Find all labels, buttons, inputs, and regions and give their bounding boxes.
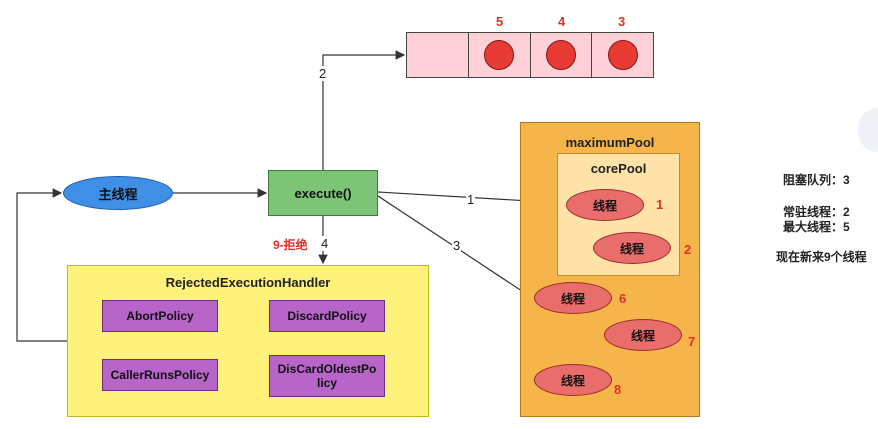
queued-task-circle [545,40,576,70]
reject-label: 9-拒绝 [273,238,308,252]
queue-slot [531,33,593,77]
queued-task-circle [607,40,638,70]
thread-number-2: 2 [684,242,692,257]
arrow-handler-to-main [16,188,67,342]
queue-label-5: 5 [496,14,504,29]
thread-node-8: 线程 [534,364,612,396]
thread-node-1: 线程 [566,189,644,221]
thread-number-6: 6 [619,291,627,306]
maximum-pool-title: maximumPool [565,135,655,150]
queue-label-3: 3 [618,14,626,29]
side-panel-tab[interactable] [858,108,878,152]
arrow-label-4: 4 [320,236,330,251]
queue-label-4: 4 [558,14,566,29]
queued-task-circle [484,40,515,70]
policy-abort: AbortPolicy [102,300,218,332]
info-max-threads: 最大线程：5 [783,220,850,234]
thread-node-7: 线程 [604,319,682,351]
policy-discard: DiscardPolicy [269,300,385,332]
core-pool-title: corePool [590,161,647,176]
arrow-label-2: 2 [318,66,328,81]
arrow-label-3: 3 [452,238,462,253]
policy-discard-oldest: DisCardOldestPolicy [269,355,385,397]
queue-slot [469,33,531,77]
handler-title: RejectedExecutionHandler [165,275,331,290]
arrow-label-1: 1 [466,192,476,207]
info-queue-capacity: 阻塞队列：3 [783,173,850,187]
info-core-threads: 常驻线程：2 [783,205,850,219]
thread-number-7: 7 [688,334,696,349]
queue-slot-empty [407,33,469,77]
thread-number-8: 8 [614,382,622,397]
thread-node-6: 线程 [534,282,612,314]
policy-caller-runs: CallerRunsPolicy [102,359,218,391]
thread-number-1: 1 [656,197,664,212]
info-incoming-threads: 现在新来9个线程 [776,250,867,264]
main-thread-node: 主线程 [63,176,173,210]
thread-node-2: 线程 [593,232,671,264]
queue-slot [592,33,653,77]
blocking-queue [406,32,654,78]
arrow-execute-to-queue [322,50,406,170]
execute-node: execute() [268,170,378,216]
